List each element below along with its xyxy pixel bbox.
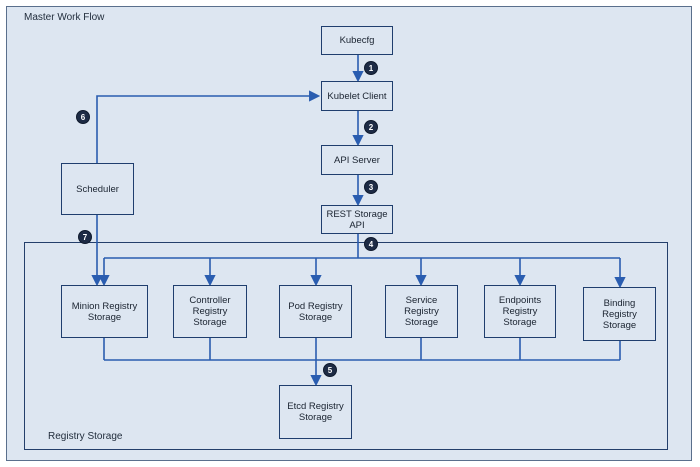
step-2-badge: 2 xyxy=(364,120,378,134)
endpoints-label-line1: Endpoints xyxy=(498,295,542,306)
service-registry-storage-node: Service Registry Storage xyxy=(385,285,458,338)
etcd-label-line2: Storage xyxy=(298,412,333,423)
step-5-badge: 5 xyxy=(323,363,337,377)
step-6-badge: 6 xyxy=(76,110,90,124)
pod-label-line1: Pod Registry xyxy=(288,300,343,312)
step-1-badge: 1 xyxy=(364,61,378,75)
endpoints-label-line2: Registry Storage xyxy=(502,306,538,328)
kubelet-client-label: Kubelet Client xyxy=(327,90,387,102)
rest-storage-label-line2: API xyxy=(349,219,365,231)
master-work-flow-label: Master Work Flow xyxy=(24,12,105,23)
scheduler-node: Scheduler xyxy=(61,163,134,215)
rest-storage-api-node: REST Storage API xyxy=(321,205,393,234)
controller-registry-storage-node: Controller Registry Storage xyxy=(173,285,247,338)
service-label-line1: Service Registry xyxy=(404,295,439,317)
api-server-label: API Server xyxy=(334,154,380,166)
minion-label-line1: Minion Registry xyxy=(71,300,138,312)
kubecfg-node: Kubecfg xyxy=(321,26,393,55)
kubecfg-label: Kubecfg xyxy=(339,35,375,46)
api-server-node: API Server xyxy=(321,145,393,175)
service-label-line2: Storage xyxy=(404,317,439,328)
arrow-scheduler-to-kubelet xyxy=(96,90,321,163)
pod-registry-storage-node: Pod Registry Storage xyxy=(279,285,352,338)
minion-registry-storage-node: Minion Registry Storage xyxy=(61,285,148,338)
rest-storage-label-line1: REST Storage xyxy=(326,208,388,220)
minion-label-line2: Storage xyxy=(87,311,122,323)
endpoints-registry-storage-node: Endpoints Registry Storage xyxy=(484,285,556,338)
controller-label-line1: Controller xyxy=(189,295,231,306)
step-4-badge: 4 xyxy=(364,237,378,251)
registry-storage-label: Registry Storage xyxy=(48,431,123,442)
scheduler-label: Scheduler xyxy=(76,183,119,195)
controller-label-line2: Registry Storage xyxy=(192,306,228,328)
step-3-badge: 3 xyxy=(364,180,378,194)
pod-label-line2: Storage xyxy=(298,311,333,323)
step-7-badge: 7 xyxy=(78,230,92,244)
kubelet-client-node: Kubelet Client xyxy=(321,81,393,111)
binding-label-line1: Binding xyxy=(603,297,636,309)
binding-registry-storage-node: Binding Registry Storage xyxy=(583,287,656,341)
binding-label-line2: Registry Storage xyxy=(602,308,637,331)
etcd-registry-storage-node: Etcd Registry Storage xyxy=(279,385,352,439)
etcd-label-line1: Etcd Registry xyxy=(287,401,344,412)
